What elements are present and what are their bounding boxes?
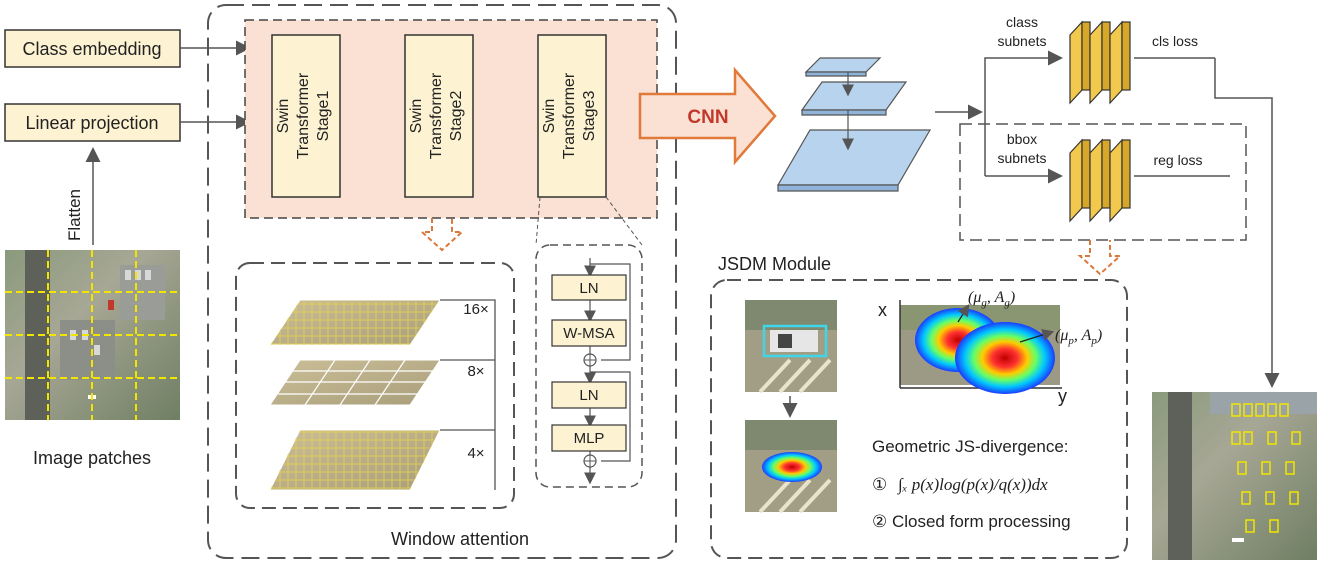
class-embedding-label: Class embedding (22, 39, 161, 59)
window-attention-frame (235, 262, 515, 509)
item1-formula: ∫ₓ p(x)log(p(x)/q(x))dx (897, 475, 1048, 495)
image-patches-label: Image patches (33, 448, 151, 468)
svg-text:Swin: Swin (541, 99, 558, 134)
scale-16x: 16× (463, 301, 488, 318)
swin-stage-2: Swin Transformer Stage2 (404, 34, 474, 198)
wmsa-box: W-MSA (551, 319, 627, 347)
scale-4x: 4× (467, 445, 484, 462)
window-attention-down-arrow (419, 218, 465, 252)
jsdm-down-arrow (1077, 240, 1123, 276)
feature-pyramid (776, 57, 932, 192)
expand-line-right (605, 196, 643, 246)
class-embedding-box: Class embedding (4, 29, 181, 68)
ln-box-2: LN (551, 381, 627, 409)
class-subnets-label-2: subnets (997, 33, 1046, 49)
bbox-subnets-label-1: bbox (1007, 131, 1037, 147)
output-detection-image (1152, 392, 1317, 560)
window-layer-8x (269, 359, 441, 406)
axis-y-label: y (1058, 386, 1067, 406)
window-layer-16x (269, 299, 441, 346)
svg-text:Transformer: Transformer (561, 72, 578, 159)
item1-number: ① (872, 475, 887, 494)
class-feature-maps (1069, 20, 1131, 105)
cls-loss-label: cls loss (1152, 33, 1198, 49)
mu-g-label: (μg, Ag) (968, 289, 1015, 309)
svg-text:LN: LN (579, 280, 598, 297)
swin-stage-3: Swin Transformer Stage3 (537, 34, 607, 198)
image-patches (5, 250, 180, 420)
svg-text:Stage2: Stage2 (448, 91, 465, 142)
item2-closed-form: ② Closed form processing (872, 512, 1071, 531)
transformer-block-frame (535, 244, 643, 488)
scale-connector (440, 299, 496, 490)
bbox-subnets-label-2: subnets (997, 150, 1046, 166)
geometric-js-title: Geometric JS-divergence: (872, 437, 1069, 456)
svg-text:Swin: Swin (408, 99, 425, 134)
bbox-feature-maps (1069, 138, 1131, 223)
mu-p-label: (μp, Ap) (1055, 327, 1102, 347)
linear-projection-box: Linear projection (4, 103, 181, 142)
car-crop-heatmap (745, 420, 837, 514)
svg-text:W-MSA: W-MSA (563, 325, 614, 342)
jsdm-title: JSDM Module (718, 254, 831, 274)
class-subnets-label-1: class (1006, 14, 1038, 30)
window-attention-title: Window attention (391, 529, 529, 549)
gaussian-plot (899, 300, 1062, 394)
flatten-label: Flatten (65, 189, 84, 241)
ln-box-1: LN (551, 274, 627, 301)
svg-text:Swin: Swin (275, 99, 292, 134)
cnn-label: CNN (687, 107, 728, 128)
scale-8x: 8× (467, 363, 484, 380)
car-crop-detection (745, 300, 837, 394)
mlp-box: MLP (551, 424, 627, 452)
axis-x-label: x (878, 300, 887, 320)
svg-text:Transformer: Transformer (295, 72, 312, 159)
reg-loss-label: reg loss (1153, 152, 1202, 168)
arrow-to-output (1214, 58, 1280, 388)
svg-text:Transformer: Transformer (428, 72, 445, 159)
bbox-dashed-frame (959, 123, 1247, 241)
svg-text:Stage1: Stage1 (315, 91, 332, 142)
cnn-arrow: CNN (638, 66, 777, 166)
window-layer-4x (269, 429, 441, 491)
svg-text:Stage3: Stage3 (581, 91, 598, 142)
svg-text:MLP: MLP (574, 430, 605, 447)
encoder-dashed-frame (207, 4, 677, 559)
gaussian-pred (955, 322, 1055, 394)
linear-projection-label: Linear projection (25, 113, 158, 133)
svg-text:LN: LN (579, 387, 598, 404)
jsdm-frame (710, 279, 1128, 559)
expand-line-left (535, 196, 541, 246)
swin-stage-1: Swin Transformer Stage1 (271, 34, 341, 198)
